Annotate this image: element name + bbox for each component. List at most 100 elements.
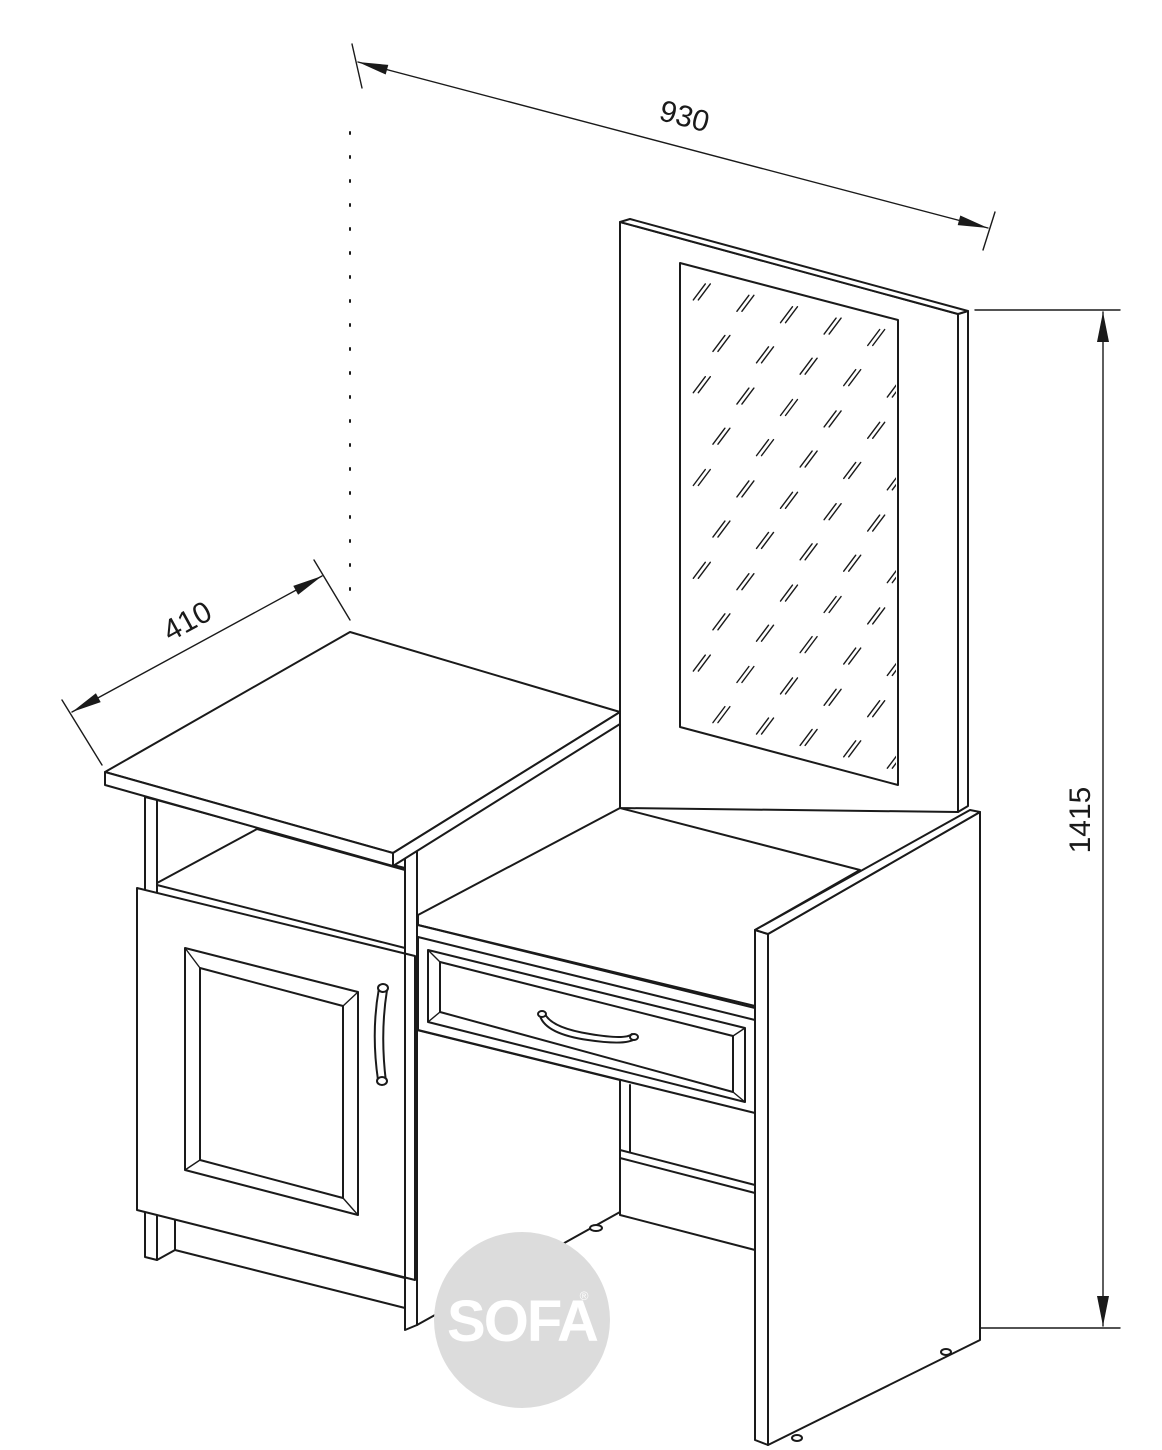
depth-extension-left: [61, 699, 103, 766]
mirror-board: [619, 218, 969, 813]
door-handle[interactable]: [373, 987, 380, 1081]
mirror-hatch-mark: [779, 306, 799, 324]
height-arrow-bottom: [1097, 1296, 1109, 1326]
desk-front-rail: [417, 924, 756, 1009]
drawer-handle-cap: [629, 1033, 639, 1041]
mirror-hatch-mark: [712, 334, 731, 353]
mirror-hatching: [692, 283, 896, 769]
mirror-hatch-mark: [867, 607, 886, 625]
mirror-hatch-mark: [692, 654, 711, 672]
right-panel-top-edge: [754, 809, 981, 935]
sofa-logo: SOFA ®: [434, 1232, 610, 1408]
drawer-bevel-line: [732, 1027, 746, 1037]
mirror-hatch-mark: [823, 503, 842, 521]
mirror-hatch-mark: [823, 688, 842, 706]
mirror-hatch-mark: [823, 595, 842, 614]
drawer-handle[interactable]: [539, 1015, 637, 1044]
mirror-hatch-mark: [867, 421, 886, 439]
mirror-hatch-mark: [712, 613, 731, 631]
mirror-hatch-mark: [736, 387, 755, 405]
mirror-glass: [679, 262, 899, 786]
door-handle-cap: [376, 1076, 388, 1086]
mirror-hatch-mark: [692, 468, 711, 487]
mirror-hatch-mark: [843, 740, 862, 758]
drawer[interactable]: [417, 936, 756, 1114]
height-dimension: 1415: [974, 309, 1121, 1329]
mirror-hatch-mark: [799, 450, 818, 468]
mirror-hatch-mark: [755, 624, 775, 642]
mirror-hatch-mark: [736, 294, 755, 312]
logo-registered-mark: ®: [580, 1289, 589, 1303]
mirror-hatch-mark: [692, 561, 711, 579]
door-handle-cap: [377, 983, 389, 993]
mirror-hatch-mark: [736, 480, 755, 498]
width-extension-left: [351, 43, 363, 89]
mirror-hatch-mark: [736, 573, 755, 591]
depth-arrow-right: [293, 576, 322, 595]
right-side-panel: [754, 809, 981, 1446]
drawer-handle-inner: [544, 1013, 633, 1038]
height-arrow-top: [1097, 312, 1109, 342]
width-arrow-left: [358, 62, 389, 75]
door-bevel-line: [342, 1197, 359, 1216]
mirror-board-top-edge: [619, 218, 969, 315]
drawer-bevel-line: [427, 1011, 441, 1023]
drawer-handle-cap: [537, 1010, 547, 1018]
drawer-bevel-line: [427, 949, 441, 963]
mirror-hatch-mark: [692, 376, 711, 394]
mirror-hatch-mark: [843, 554, 862, 572]
mirror-hatch-mark: [712, 520, 731, 538]
back-lower-rail-edge: [619, 1157, 756, 1194]
door-panel-inner: [199, 967, 344, 1199]
left-cabinet: [104, 631, 621, 1331]
mirror-hatch-mark: [799, 635, 818, 654]
mirror-hatch-mark: [867, 514, 886, 532]
mirror-hatch-mark: [799, 357, 818, 375]
mirror-hatch-mark: [755, 531, 775, 550]
width-dimension: 930: [351, 43, 996, 251]
foot-glide: [791, 1434, 803, 1442]
mirror-hatch-mark: [886, 473, 896, 491]
mirror-hatch-mark: [886, 565, 896, 584]
door-bevel-line: [342, 991, 359, 1007]
mirror-hatch-mark: [886, 751, 896, 769]
depth-dimension-line: [71, 575, 323, 713]
logo-circle: [434, 1232, 610, 1408]
mirror-hatch-mark: [712, 705, 731, 724]
mirror-hatch-mark: [843, 368, 862, 387]
mirror-hatch-mark: [779, 677, 799, 695]
width-extension-right: [982, 211, 996, 251]
cabinet-top-side-edge: [392, 711, 621, 867]
foot-glide: [589, 1224, 603, 1232]
door-bevel-line: [184, 1159, 201, 1171]
mirror-hatch-mark: [779, 491, 799, 509]
foot-glide: [940, 1348, 952, 1356]
mirror-board-side: [957, 310, 969, 813]
drawer-bevel-line: [732, 1091, 746, 1103]
logo-text: SOFA: [447, 1289, 598, 1354]
width-dimension-line: [357, 61, 989, 229]
mirror-hatch-mark: [755, 438, 775, 457]
width-arrow-right: [957, 215, 988, 228]
mirror-hatch-mark: [886, 380, 896, 398]
depth-label: 410: [158, 595, 218, 648]
mirror-hatch-mark: [779, 398, 799, 417]
mirror-hatch-mark: [799, 728, 818, 747]
mirror-hatch-mark: [823, 317, 842, 335]
mirror-hatch-mark: [755, 717, 775, 735]
depth-extension-right: [313, 559, 351, 621]
mirror-hatch-mark: [779, 584, 799, 602]
mirror-hatch-mark: [712, 427, 731, 445]
mirror-hatch-mark: [692, 283, 711, 301]
mirror-hatch-mark: [736, 665, 755, 684]
door-bevel-line: [184, 947, 201, 969]
height-label: 1415: [1064, 787, 1097, 854]
mirror-hatch-mark: [755, 346, 775, 364]
mirror-hatch-mark: [823, 410, 842, 428]
mirror-hatch-mark: [867, 328, 886, 347]
mirror-hatch-mark: [843, 461, 862, 480]
mirror-hatch-mark: [843, 647, 862, 665]
depth-arrow-left: [72, 693, 101, 712]
width-label: 930: [656, 94, 713, 139]
